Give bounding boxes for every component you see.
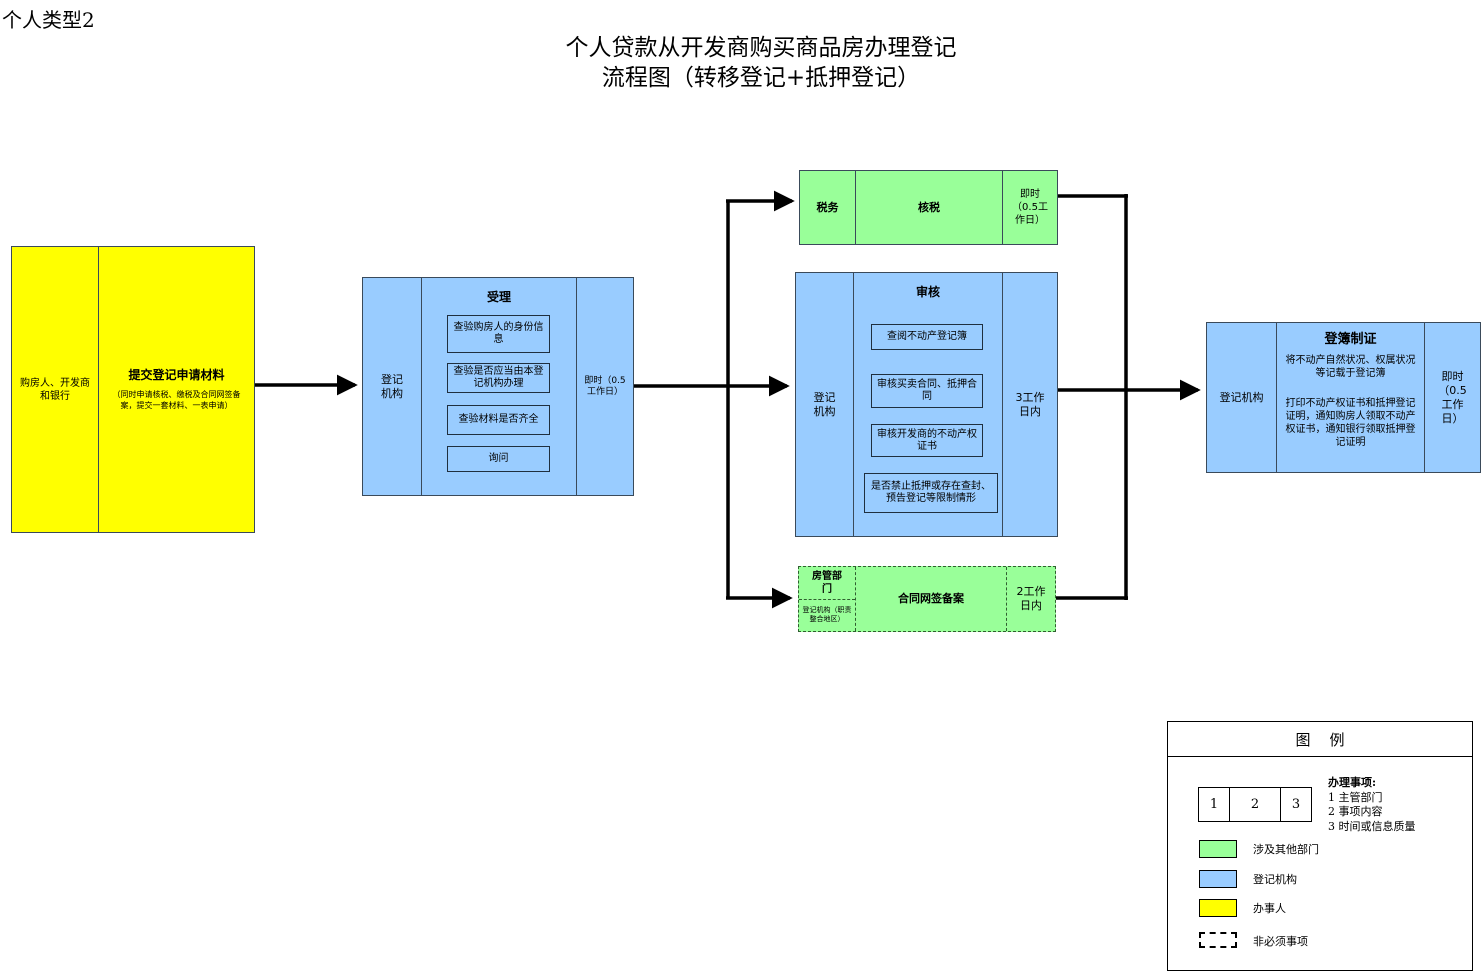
tax-node: 税务 核税 即时（0.5工作日） [799,170,1058,245]
title-line-1: 个人贷款从开发商购买商品房办理登记 [565,35,957,61]
legend-blue-label: 登记机构 [1253,873,1297,886]
diagram-title: 个人贷款从开发商购买商品房办理登记 流程图（转移登记+抵押登记） [0,33,1482,93]
accept-title: 受理 [486,290,511,304]
contract-dept-stack: 房管部门 登记机构（职责整合地区） [799,567,855,631]
applicant-note: （同时申请核税、缴税及合同网签备案，提交一套材料、一表申请） [112,390,241,410]
legend-dashed-label: 非必须事项 [1253,935,1308,948]
certify-text-1: 将不动产自然状况、权属状况等记载于登记簿 [1285,355,1416,379]
certify-node: 登记机构 登簿制证 将不动产自然状况、权属状况等记载于登记簿 打印不动产权证书和… [1206,322,1481,473]
review-node: 登记机构 审核 查阅不动产登记簿 审核买卖合同、抵押合同 审核开发商的不动产权证… [795,272,1058,537]
review-title: 审核 [915,285,940,299]
review-item-3: 审核开发商的不动产权证书 [871,424,983,457]
legend-title: 图 例 [1168,722,1472,757]
review-item-4: 是否禁止抵押或存在查封、预告登记等限制情形 [864,473,998,513]
legend-box-1: 1 [1209,797,1219,812]
review-item-2: 审核买卖合同、抵押合同 [871,374,983,408]
legend-item-line-2: 2 事项内容 [1328,805,1383,818]
review-content: 审核 查阅不动产登记簿 审核买卖合同、抵押合同 审核开发商的不动产权证书 是否禁… [853,273,1002,536]
contract-dept: 房管部门 [799,567,855,600]
applicant-content: 提交登记申请材料 （同时申请核税、缴税及合同网签备案，提交一套材料、一表申请） [98,247,254,532]
tax-dept: 税务 [816,200,839,214]
legend-green-label: 涉及其他部门 [1253,843,1319,856]
applicant-role: 购房人、开发商和银行 [20,377,90,402]
title-line-2: 流程图（转移登记+抵押登记） [601,65,921,91]
arrow-branches-to-certify [1056,194,1201,600]
contract-node: 房管部门 登记机构（职责整合地区） 合同网签备案 2工作日内 [798,566,1056,632]
review-time: 3工作日内 [1002,273,1057,536]
legend-yellow-label: 办事人 [1253,902,1286,915]
accept-item-3: 查验材料是否齐全 [447,405,550,435]
review-dept: 登记机构 [813,390,836,418]
certify-content: 登簿制证 将不动产自然状况、权属状况等记载于登记簿 打印不动产权证书和抵押登记证… [1276,323,1424,472]
legend: 图 例 1 2 3 办理事项: 1 主管部门 2 事项内容 3 时间或信息质量 … [1167,721,1473,971]
legend-box-3: 3 [1291,797,1301,812]
accept-node: 登记机构 受理 查验购房人的身份信息 查验是否应当由本登记机构办理 查验材料是否… [362,277,634,496]
accept-item-4: 询问 [447,446,550,472]
accept-time: 即时（0.5工作日） [576,278,633,495]
contract-time: 2工作日内 [1006,567,1055,631]
accept-dept: 登记机构 [381,372,403,400]
certify-title: 登簿制证 [1324,332,1377,347]
legend-item-heading: 办理事项: [1328,776,1377,789]
contract-title: 合同网签备案 [855,567,1006,631]
certify-text-2: 打印不动产权证书和抵押登记证明，通知购房人领取不动产权证书，通知银行领取抵押登记… [1285,398,1416,448]
legend-box-2: 2 [1229,788,1281,821]
applicant-title: 提交登记申请材料 [128,368,225,382]
legend-sample-box: 1 2 3 [1198,787,1312,822]
legend-dashed-swatch [1199,932,1237,948]
legend-green-swatch [1199,840,1237,858]
accept-content: 受理 查验购房人的身份信息 查验是否应当由本登记机构办理 查验材料是否齐全 询问 [421,278,576,495]
certify-time: 即时（0.5工作日） [1424,323,1480,472]
applicant-node: 购房人、开发商和银行 提交登记申请材料 （同时申请核税、缴税及合同网签备案，提交… [11,246,255,533]
accept-item-2: 查验是否应当由本登记机构办理 [447,363,550,393]
review-item-1: 查阅不动产登记簿 [871,324,983,350]
tax-time: 即时（0.5工作日） [1002,171,1057,244]
legend-yellow-swatch [1199,899,1237,917]
tax-title: 核税 [855,171,1002,244]
certify-dept: 登记机构 [1219,390,1264,404]
accept-item-1: 查验购房人的身份信息 [447,315,550,353]
legend-item-line-1: 1 主管部门 [1328,791,1383,804]
legend-item-line-3: 3 时间或信息质量 [1328,820,1416,833]
contract-dept-alt: 登记机构（职责整合地区） [802,606,852,623]
legend-blue-swatch [1199,870,1237,888]
corner-label: 个人类型2 [2,8,95,32]
arrow-accept-to-branches [634,190,795,609]
